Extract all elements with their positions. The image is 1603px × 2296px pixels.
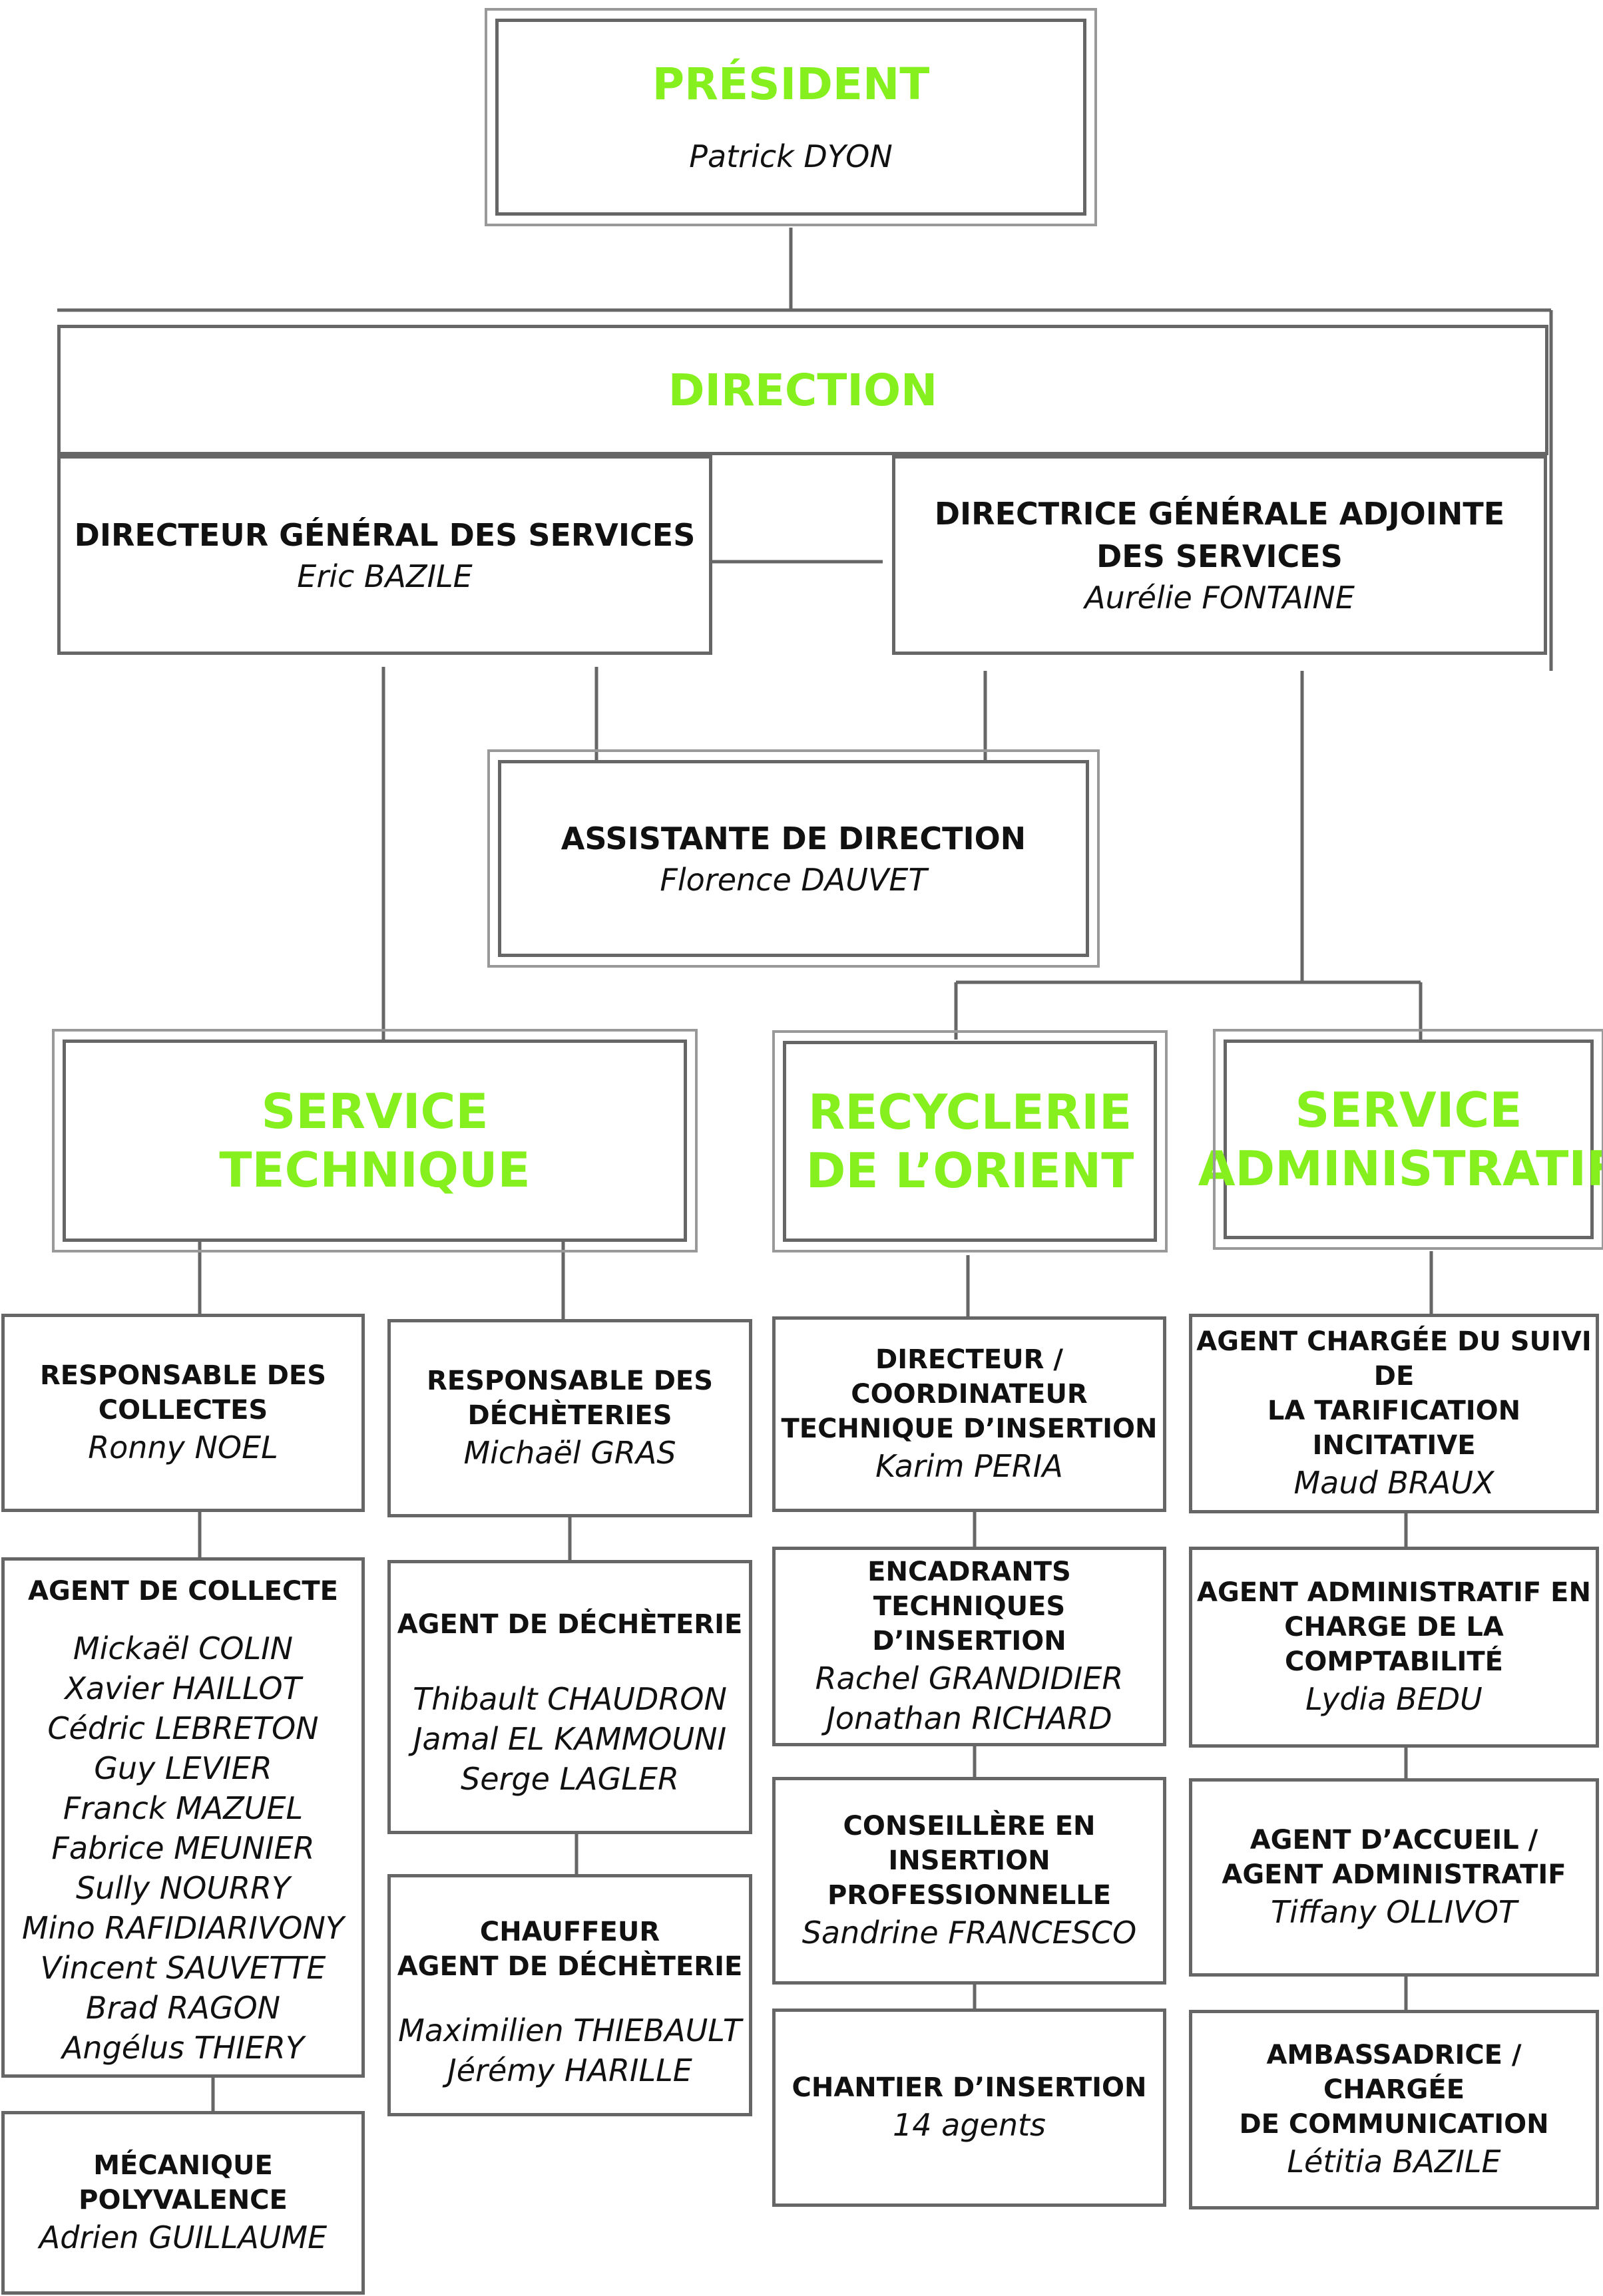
service-technique-title-line2: TECHNIQUE xyxy=(219,1142,531,1198)
list-item: Jérémy HARILLE xyxy=(447,2052,692,2088)
agent-decheterie-box: AGENT DE DÉCHÈTERIE Thibault CHAUDRON Ja… xyxy=(387,1560,752,1834)
president-name: Patrick DYON xyxy=(689,138,893,174)
list-item: Thibault CHAUDRON xyxy=(413,1681,727,1717)
accueil-box: AGENT D’ACCUEIL / AGENT ADMINISTRATIF Ti… xyxy=(1189,1778,1599,1977)
list-item: Brad RAGON xyxy=(85,1990,281,2026)
ambassadrice-role-line1: AMBASSADRICE / CHARGÉE xyxy=(1266,2040,1522,2105)
accueil-name: Tiffany OLLIVOT xyxy=(1270,1894,1518,1930)
list-item: Angélus THIERY xyxy=(61,2030,304,2066)
encadrants-role-line2: D’INSERTION xyxy=(872,1626,1066,1656)
list-item: Sully NOURRY xyxy=(75,1870,291,1906)
service-administratif-title-line1: SERVICE xyxy=(1295,1082,1522,1138)
agent-collecte-role: AGENT DE COLLECTE xyxy=(28,1576,338,1607)
directeur-insertion-role-line2: TECHNIQUE D’INSERTION xyxy=(781,1414,1158,1444)
resp-collectes-box: RESPONSABLE DES COLLECTES Ronny NOEL xyxy=(1,1314,365,1512)
president-title: PRÉSIDENT xyxy=(652,58,930,110)
recyclerie-box: RECYCLERIE DE L’ORIENT xyxy=(772,1030,1168,1252)
conseillere-role-line2: PROFESSIONNELLE xyxy=(827,1880,1112,1911)
service-administratif-box: SERVICE ADMINISTRATIF xyxy=(1198,1029,1603,1250)
list-item: Xavier HAILLOT xyxy=(65,1670,302,1706)
list-item: Mickaël COLIN xyxy=(73,1630,294,1666)
list-item: Guy LEVIER xyxy=(94,1750,272,1786)
tarification-box: AGENT CHARGÉE DU SUIVI DE LA TARIFICATIO… xyxy=(1189,1314,1599,1513)
accueil-role-line2: AGENT ADMINISTRATIF xyxy=(1222,1859,1566,1890)
list-item: Jonathan RICHARD xyxy=(826,1700,1112,1736)
mecanique-role-line2: POLYVALENCE xyxy=(79,2185,288,2215)
chauffeur-box: CHAUFFEUR AGENT DE DÉCHÈTERIE Maximilien… xyxy=(387,1874,752,2116)
dgas-box: DIRECTRICE GÉNÉRALE ADJOINTE DES SERVICE… xyxy=(892,455,1547,655)
dgas-role-line1: DIRECTRICE GÉNÉRALE ADJOINTE xyxy=(934,496,1505,532)
dgs-role: DIRECTEUR GÉNÉRAL DES SERVICES xyxy=(74,517,696,553)
list-item: Jamal EL KAMMOUNI xyxy=(413,1721,727,1757)
assistante-name: Florence DAUVET xyxy=(660,862,927,898)
direction-title: DIRECTION xyxy=(668,364,938,416)
chauffeur-role-line2: AGENT DE DÉCHÈTERIE xyxy=(397,1951,743,1982)
tarification-name: Maud BRAUX xyxy=(1293,1465,1494,1501)
chauffeur-list: Maximilien THIEBAULT Jérémy HARILLE xyxy=(398,2010,742,2090)
agent-collecte-box: AGENT DE COLLECTE Mickaël COLIN Xavier H… xyxy=(1,1557,365,2078)
encadrants-box: ENCADRANTS TECHNIQUES D’INSERTION Rachel… xyxy=(772,1547,1166,1746)
chantier-role: CHANTIER D’INSERTION xyxy=(792,2072,1147,2103)
dgas-name: Aurélie FONTAINE xyxy=(1084,580,1355,616)
mecanique-role-line1: MÉCANIQUE xyxy=(93,2150,273,2181)
conseillere-box: CONSEILLÈRE EN INSERTION PROFESSIONNELLE… xyxy=(772,1777,1166,1985)
resp-decheteries-name: Michaël GRAS xyxy=(463,1435,676,1471)
direction-box: DIRECTION xyxy=(57,325,1548,455)
ambassadrice-role-line2: DE COMMUNICATION xyxy=(1239,2109,1549,2140)
directeur-insertion-name: Karim PERIA xyxy=(875,1448,1063,1484)
agent-collecte-list: Mickaël COLIN Xavier HAILLOT Cédric LEBR… xyxy=(22,1628,344,2068)
service-technique-title-line1: SERVICE xyxy=(261,1083,489,1139)
list-item: Fabrice MEUNIER xyxy=(51,1830,315,1866)
list-item: Rachel GRANDIDIER xyxy=(815,1660,1124,1696)
resp-collectes-role-line1: RESPONSABLE DES xyxy=(39,1360,327,1391)
list-item: Mino RAFIDIARIVONY xyxy=(21,1910,344,1946)
president-box: PRÉSIDENT Patrick DYON xyxy=(485,8,1097,226)
encadrants-role-line1: ENCADRANTS TECHNIQUES xyxy=(867,1557,1071,1622)
resp-collectes-name: Ronny NOEL xyxy=(88,1430,278,1465)
dgas-role-line2: DES SERVICES xyxy=(1096,538,1343,574)
mecanique-box: MÉCANIQUE POLYVALENCE Adrien GUILLAUME xyxy=(1,2111,365,2295)
mecanique-name: Adrien GUILLAUME xyxy=(39,2219,328,2255)
comptabilite-name: Lydia BEDU xyxy=(1305,1681,1483,1717)
dgs-box: DIRECTEUR GÉNÉRAL DES SERVICES Eric BAZI… xyxy=(57,455,712,655)
agent-decheterie-list: Thibault CHAUDRON Jamal EL KAMMOUNI Serg… xyxy=(413,1679,727,1799)
list-item: Cédric LEBRETON xyxy=(47,1710,319,1746)
agent-decheterie-role: AGENT DE DÉCHÈTERIE xyxy=(397,1609,743,1640)
directeur-insertion-role-line1: DIRECTEUR / COORDINATEUR xyxy=(851,1344,1088,1410)
conseillere-name: Sandrine FRANCESCO xyxy=(802,1915,1137,1951)
comptabilite-box: AGENT ADMINISTRATIF EN CHARGE DE LA COMP… xyxy=(1189,1547,1599,1748)
accueil-role-line1: AGENT D’ACCUEIL / xyxy=(1250,1825,1538,1855)
directeur-insertion-box: DIRECTEUR / COORDINATEUR TECHNIQUE D’INS… xyxy=(772,1316,1166,1512)
comptabilite-role-line2: CHARGE DE LA COMPTABILITÉ xyxy=(1284,1612,1504,1677)
conseillere-role-line1: CONSEILLÈRE EN INSERTION xyxy=(843,1811,1096,1876)
assistante-box: ASSISTANTE DE DIRECTION Florence DAUVET xyxy=(487,749,1100,968)
tarification-role-line1: AGENT CHARGÉE DU SUIVI DE xyxy=(1196,1326,1592,1392)
chantier-name: 14 agents xyxy=(893,2107,1046,2143)
resp-decheteries-role-line1: RESPONSABLE DES xyxy=(426,1366,714,1396)
recyclerie-title-line2: DE L’ORIENT xyxy=(805,1143,1134,1199)
ambassadrice-box: AMBASSADRICE / CHARGÉE DE COMMUNICATION … xyxy=(1189,2010,1599,2209)
resp-decheteries-role-line2: DÉCHÈTERIES xyxy=(467,1400,672,1431)
tarification-role-line2: LA TARIFICATION INCITATIVE xyxy=(1267,1396,1521,1461)
comptabilite-role-line1: AGENT ADMINISTRATIF EN xyxy=(1197,1577,1591,1608)
list-item: Vincent SAUVETTE xyxy=(40,1950,326,1986)
dgs-name: Eric BAZILE xyxy=(297,558,473,594)
chauffeur-role-line1: CHAUFFEUR xyxy=(479,1917,660,1947)
ambassadrice-name: Létitia BAZILE xyxy=(1287,2144,1501,2180)
resp-decheteries-box: RESPONSABLE DES DÉCHÈTERIES Michaël GRAS xyxy=(387,1319,752,1517)
resp-collectes-role-line2: COLLECTES xyxy=(98,1395,268,1426)
list-item: Maximilien THIEBAULT xyxy=(398,2012,742,2048)
chantier-box: CHANTIER D’INSERTION 14 agents xyxy=(772,2009,1166,2207)
service-technique-box: SERVICE TECHNIQUE xyxy=(52,1029,698,1252)
service-administratif-title-line2: ADMINISTRATIF xyxy=(1198,1141,1603,1197)
list-item: Serge LAGLER xyxy=(461,1761,679,1797)
recyclerie-title-line1: RECYCLERIE xyxy=(807,1084,1132,1140)
assistante-role: ASSISTANTE DE DIRECTION xyxy=(561,821,1027,857)
list-item: Franck MAZUEL xyxy=(63,1790,304,1826)
